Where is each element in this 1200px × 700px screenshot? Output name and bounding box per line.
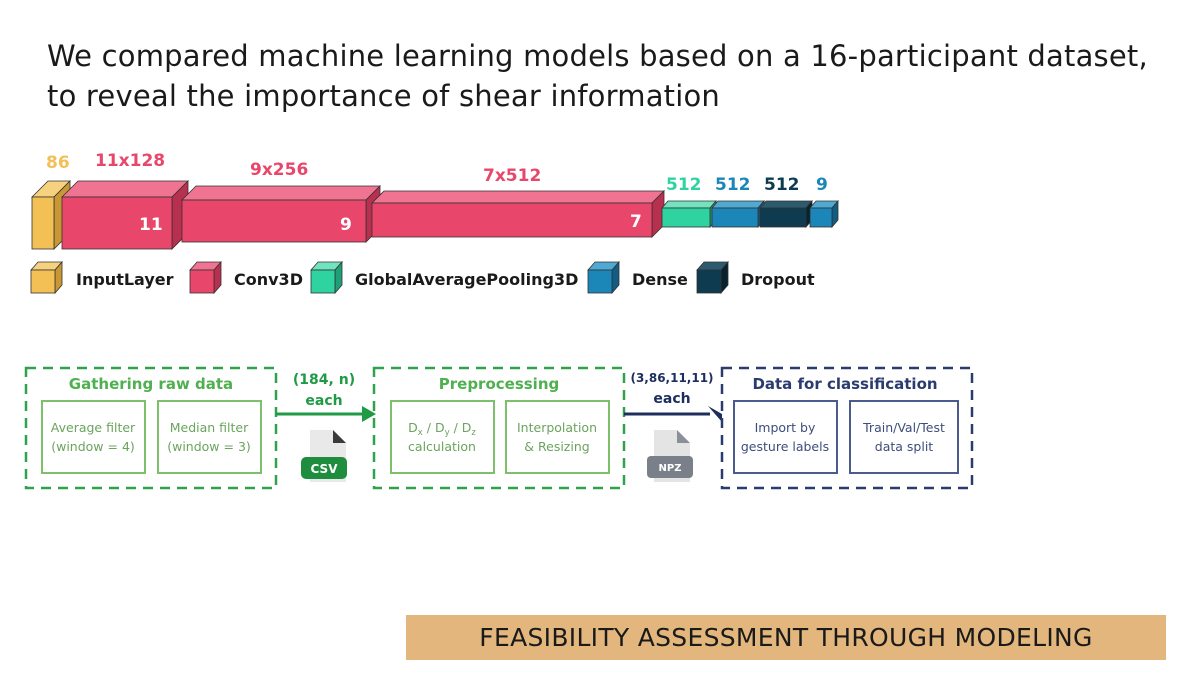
- box-line: Import by: [755, 420, 816, 435]
- stage-frame: [372, 366, 626, 490]
- stage-title: Preprocessing: [439, 375, 559, 393]
- legend-swatch: [189, 269, 215, 294]
- stage-preprocessing: Preprocessing Dx / Dy / Dz calculation I…: [372, 366, 626, 490]
- stage-frame: [24, 366, 278, 490]
- box-line: & Resizing: [524, 439, 589, 454]
- legend-swatch: [587, 269, 613, 294]
- layer-inner-label-conv-3: 7: [630, 212, 642, 232]
- layer-block-dense-1: [711, 199, 765, 229]
- stage-gathering-raw-data: Gathering raw data Average filter (windo…: [24, 366, 278, 490]
- pipeline: Gathering raw data Average filter (windo…: [24, 366, 974, 490]
- legend-item-dropout: Dropout: [696, 260, 815, 295]
- layer-size-label-dropout: 512: [764, 175, 800, 195]
- csv-file-icon: CSV: [301, 430, 347, 482]
- layer-legend: InputLayer Conv3D GlobalAveragePooling3D…: [30, 260, 815, 295]
- arrow-head: [362, 406, 376, 422]
- layer-block-dropout: [759, 199, 813, 229]
- headline: We compared machine learning models base…: [47, 36, 1177, 116]
- arrow-label: each: [653, 391, 690, 407]
- layer-inner-label-conv-2: 9: [340, 215, 352, 235]
- stage-title: Gathering raw data: [69, 375, 233, 393]
- average-filter-box: [41, 400, 146, 474]
- legend-swatch: [696, 269, 722, 294]
- box-line: gesture labels: [741, 439, 829, 454]
- legend-label: InputLayer: [76, 270, 174, 289]
- layer-size-label-dense-1: 512: [715, 175, 751, 195]
- import-labels-box: [733, 400, 838, 474]
- box-line: Median filter: [170, 420, 249, 435]
- arrow-head: [708, 406, 722, 422]
- layer-inner-label-conv-1: 11: [139, 215, 163, 235]
- arrow-label: (3,86,11,11): [630, 371, 713, 385]
- median-filter-box: [157, 400, 262, 474]
- network-architecture: 86 11x128 9x256 7x512 512 512 512 9 11 9…: [31, 151, 839, 250]
- legend-item-conv3d: Conv3D: [189, 260, 303, 295]
- box-line: data split: [875, 439, 934, 454]
- legend-item-gap: GlobalAveragePooling3D: [310, 260, 578, 295]
- legend-label: Conv3D: [234, 270, 303, 289]
- legend-label: GlobalAveragePooling3D: [355, 270, 578, 289]
- arrow-label: each: [305, 393, 342, 409]
- box-line: (window = 4): [51, 439, 135, 454]
- legend-item-dense: Dense: [587, 260, 688, 295]
- transition-npz: (3,86,11,11) each NPZ: [624, 371, 722, 482]
- headline-line-1: We compared machine learning models base…: [47, 39, 1148, 73]
- stage-title: Data for classification: [752, 375, 937, 393]
- layer-block-dense-2: [809, 199, 839, 229]
- npz-label: NPZ: [659, 463, 682, 474]
- headline-line-2: to reveal the importance of shear inform…: [47, 79, 721, 113]
- transition-csv: (184, n) each CSV: [276, 372, 376, 482]
- interpolation-box: [505, 400, 610, 474]
- stage-data-for-classification: Data for classification Import by gestur…: [720, 366, 974, 490]
- layer-size-label-conv-3: 7x512: [483, 166, 541, 186]
- layer-block-gap: [661, 199, 717, 229]
- legend-item-inputlayer: InputLayer: [30, 260, 174, 295]
- legend-swatch: [30, 269, 56, 294]
- layer-block-conv-1: [61, 180, 189, 250]
- layer-size-label-gap: 512: [666, 175, 702, 195]
- section-banner-text: FEASIBILITY ASSESSMENT THROUGH MODELING: [479, 623, 1093, 652]
- layer-block-conv-3: [371, 190, 665, 238]
- box-line: Interpolation: [517, 420, 597, 435]
- derivative-box: [390, 400, 495, 474]
- data-split-box: [849, 400, 959, 474]
- layer-size-label-conv-1: 11x128: [95, 151, 165, 171]
- box-line: calculation: [408, 439, 476, 454]
- box-line: (window = 3): [167, 439, 251, 454]
- arrow-label: (184, n): [293, 372, 355, 388]
- box-line: Average filter: [51, 420, 136, 435]
- legend-label: Dropout: [741, 270, 815, 289]
- layer-block-conv-2: [181, 185, 381, 243]
- section-banner: FEASIBILITY ASSESSMENT THROUGH MODELING: [406, 615, 1166, 660]
- csv-label: CSV: [311, 462, 339, 476]
- stage-frame: [720, 366, 974, 490]
- layer-size-label-conv-2: 9x256: [250, 160, 308, 180]
- legend-label: Dense: [632, 270, 688, 289]
- derivative-line: Dx / Dy / Dz: [408, 420, 476, 438]
- layer-size-label-input: 86: [46, 153, 70, 173]
- legend-swatch: [310, 269, 336, 294]
- layer-size-label-dense-2: 9: [816, 175, 828, 195]
- box-line: Train/Val/Test: [862, 420, 945, 435]
- npz-file-icon: NPZ: [647, 430, 693, 482]
